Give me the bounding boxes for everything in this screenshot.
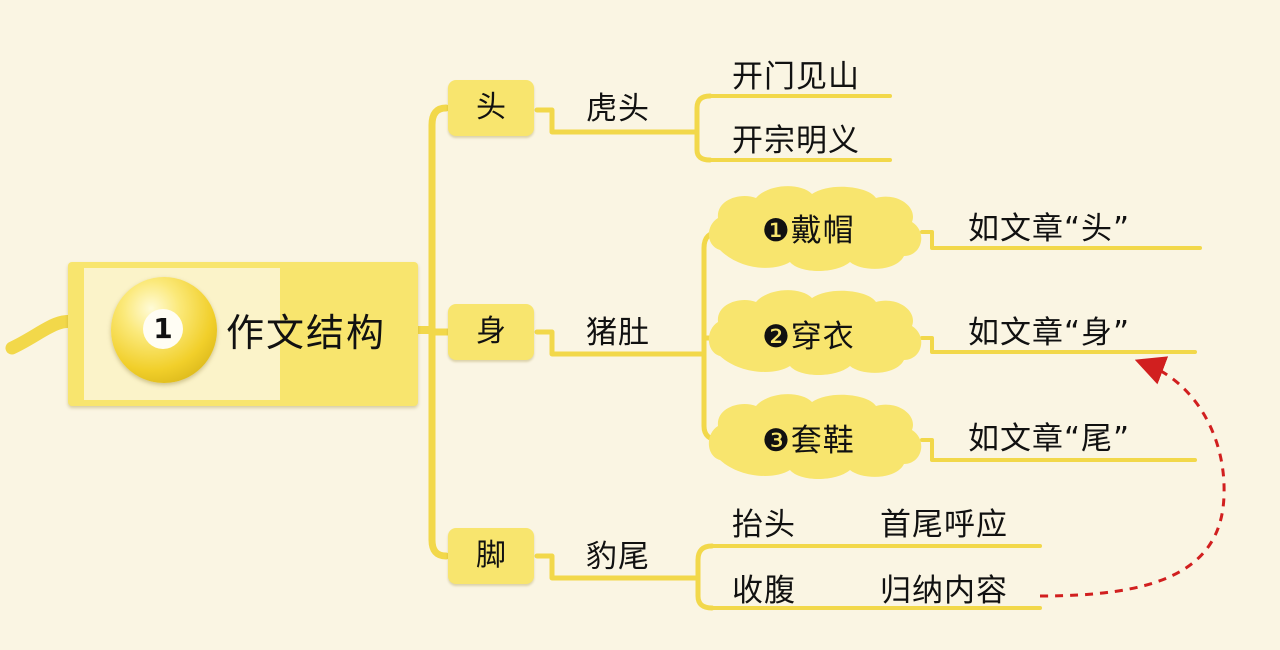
number-ball-icon: 1: [111, 277, 217, 383]
node-foot-label: 脚: [476, 538, 506, 573]
cloud-hat-label: ❶戴帽: [762, 213, 855, 249]
note-line-hat: [920, 230, 1202, 250]
node-head: 头: [448, 80, 534, 136]
cloud-cloth-label: ❷穿衣: [762, 319, 855, 355]
note-line-cloth: [920, 336, 1197, 354]
leaf-shouwei-huying: 首尾呼应: [880, 507, 1008, 543]
node-body-label: 身: [476, 314, 506, 349]
dashed-arrow: [1039, 356, 1226, 598]
root-badge-number: 1: [143, 309, 183, 349]
root-badge-panel: 1: [84, 268, 280, 400]
note-head: 如文章“头”: [968, 211, 1131, 247]
leaf-shoufu: 收腹: [732, 573, 796, 609]
leaf-kaimen: 开门见山: [732, 59, 860, 95]
node-head-label: 头: [476, 90, 506, 125]
leaf-guina-neirong: 归纳内容: [880, 573, 1008, 609]
node-leopard-tail: 豹尾: [586, 539, 650, 575]
foot-to-leopard: [534, 553, 683, 581]
cloud-cloth: [708, 290, 922, 375]
note-line-shoe: [920, 438, 1197, 462]
node-foot: 脚: [448, 528, 534, 584]
node-pig-belly: 猪肚: [586, 315, 650, 351]
head-to-tiger: [534, 107, 683, 135]
node-body: 身: [448, 304, 534, 360]
cloud-hat: [708, 186, 922, 271]
root-ribbon: [5, 314, 82, 355]
tiger-bracket: [694, 93, 713, 163]
body-to-pig: [534, 329, 683, 357]
root-title: 作文结构: [226, 311, 387, 355]
leaf-taitou: 抬头: [732, 507, 796, 543]
cloud-shoe: [708, 394, 922, 479]
cloud-shoe-label: ❸套鞋: [762, 423, 855, 459]
note-tail: 如文章“尾”: [968, 421, 1131, 457]
node-tiger-head: 虎头: [586, 91, 650, 127]
leaf-kaizong: 开宗明义: [732, 123, 860, 159]
root-node: 1: [68, 262, 418, 406]
note-body: 如文章“身”: [968, 315, 1131, 351]
